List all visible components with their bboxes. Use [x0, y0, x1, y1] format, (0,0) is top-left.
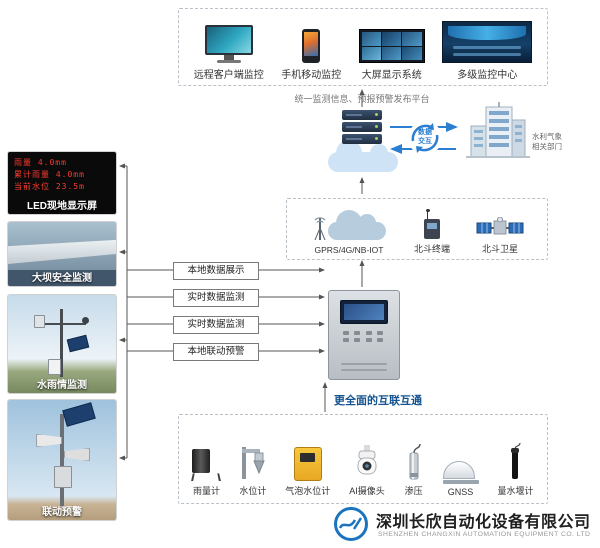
video-wall-icon — [358, 21, 425, 63]
communication-box: GPRS/4G/NB-IOT 北斗终端 — [286, 198, 548, 260]
sensor-water-level: 水位计 — [239, 443, 266, 497]
telemetry-cabinet — [328, 290, 400, 380]
platform-caption: 统一监测信息、预报预警发布平台 — [294, 94, 430, 104]
led-text-line: 累计雨量 4.0mm — [14, 170, 85, 179]
building-caption-line2: 相关部门 — [532, 142, 562, 151]
control-room-icon — [442, 21, 533, 63]
building-caption: 水利气象 相关部门 — [532, 132, 562, 152]
flow-label-local-display: 本地数据展示 — [173, 262, 259, 280]
flow-label-local-warning: 本地联动预警 — [173, 343, 259, 361]
sensor-label: 量水堰计 — [497, 486, 534, 496]
cabinet-screen — [340, 300, 388, 324]
beidou-satellite-icon — [476, 209, 524, 239]
sensor-label: 雨量计 — [192, 486, 220, 496]
exchange-label-line2: 交互 — [418, 138, 432, 145]
ai-camera-icon — [353, 443, 381, 481]
communication-row: GPRS/4G/NB-IOT 北斗终端 — [287, 199, 547, 259]
sensors-box: 雨量计 水位计 气泡水位计 — [178, 414, 548, 504]
seepage-sensor-icon — [404, 443, 424, 481]
comm-beidou-satellite: 北斗卫星 — [476, 209, 524, 255]
client-label: 远程客户端监控 — [193, 70, 264, 81]
interconnect-caption: 更全面的互联互通 — [334, 395, 422, 407]
cellular-cloud-icon — [310, 210, 388, 242]
company-name-cn: 深圳长欣自动化设备有限公司 — [376, 514, 591, 531]
sensor-label: AI摄像头 — [349, 486, 385, 496]
comm-label: 北斗卫星 — [481, 244, 518, 254]
sensor-weir-meter: 量水堰计 — [497, 443, 533, 497]
photo-caption: LED现地显示屏 — [27, 201, 97, 212]
cabinet-keypad — [343, 331, 385, 342]
sensor-label: 水位计 — [239, 486, 267, 496]
photo-caption: 大坝安全监测 — [32, 273, 92, 284]
comm-label: GPRS/4G/NB-IOT — [314, 245, 384, 255]
comm-beidou-terminal: 北斗终端 — [414, 209, 450, 255]
led-text-line: 雨量 4.0mm — [14, 158, 67, 167]
data-exchange-icon: 数据 交互 — [406, 119, 444, 157]
beidou-terminal-icon — [423, 209, 440, 239]
desktop-monitor-icon — [204, 21, 253, 63]
photo-led-display: 雨量 4.0mm 累计雨量 4.0mm 当前水位 23.5m LED现地显示屏 — [8, 152, 116, 214]
client-label: 手机移动监控 — [281, 70, 342, 81]
cloud-icon — [328, 140, 398, 172]
client-mobile: 手机移动监控 — [281, 21, 341, 81]
client-video-wall: 大屏显示系统 — [358, 21, 425, 81]
exchange-label-line1: 数据 — [418, 129, 432, 136]
client-remote-desktop: 远程客户端监控 — [194, 21, 264, 81]
sensor-bubble-level: 气泡水位计 — [285, 443, 330, 497]
sensors-row: 雨量计 水位计 气泡水位计 — [179, 415, 547, 503]
rain-gauge-icon — [191, 443, 222, 482]
water-level-icon — [240, 443, 266, 481]
sensor-seepage: 渗压 — [404, 443, 424, 497]
flow-label-realtime-2: 实时数据监测 — [173, 316, 259, 334]
sensor-gnss: GNSS — [442, 446, 479, 497]
sensor-label: 渗压 — [404, 486, 423, 496]
comm-cellular: GPRS/4G/NB-IOT — [310, 210, 388, 255]
company-name-en: SHENZHEN CHANGXIN AUTOMATION EQUIPMENT C… — [378, 531, 591, 538]
smartphone-icon — [302, 21, 321, 63]
weir-meter-icon — [507, 443, 523, 481]
company-logo-icon — [332, 505, 370, 548]
flow-label-realtime-1: 实时数据监测 — [173, 289, 259, 307]
photo-caption: 联动预警 — [42, 507, 82, 518]
client-label: 大屏显示系统 — [361, 70, 422, 81]
department-building-icon — [466, 102, 530, 167]
client-label: 多级监控中心 — [457, 70, 518, 81]
photo-caption: 水雨情监测 — [37, 380, 87, 391]
comm-label: 北斗终端 — [413, 244, 450, 254]
building-caption-line1: 水利气象 — [532, 132, 562, 141]
led-text-line: 当前水位 23.5m — [14, 182, 85, 191]
sensor-ai-camera: AI摄像头 — [349, 443, 385, 497]
sensor-label: 气泡水位计 — [285, 486, 331, 496]
gnss-icon — [442, 446, 479, 484]
clients-row: 远程客户端监控 手机移动监控 大屏显示系统 多级监控中心 — [179, 9, 547, 85]
cloud-server-icon — [342, 110, 382, 146]
photo-dam-monitoring: 大坝安全监测 — [8, 222, 116, 286]
photo-weather-station: 水雨情监测 — [8, 295, 116, 393]
bubble-level-icon — [293, 443, 322, 481]
client-control-center: 多级监控中心 — [442, 21, 533, 81]
monitoring-clients-box: 远程客户端监控 手机移动监控 大屏显示系统 多级监控中心 — [178, 8, 548, 86]
sensor-rain-gauge: 雨量计 — [191, 443, 222, 497]
sensor-label: GNSS — [447, 487, 474, 497]
photo-warning-pole: 联动预警 — [8, 400, 116, 520]
